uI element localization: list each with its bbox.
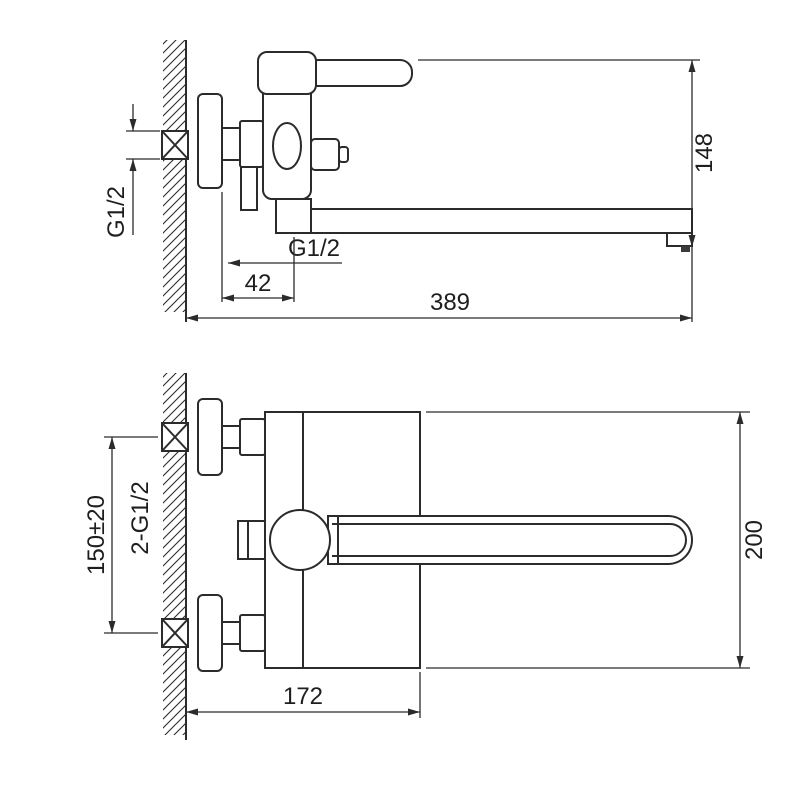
outlet-thread-label: G1/2 bbox=[288, 235, 340, 262]
diverter-knob bbox=[237, 520, 266, 560]
dim-200-extensions bbox=[426, 411, 750, 669]
inlet-eccentric-top-cross bbox=[161, 422, 189, 452]
escutcheon-top bbox=[197, 398, 223, 476]
connector-neck-top bbox=[221, 425, 241, 449]
connector-neck bbox=[221, 127, 241, 161]
diverter-knob bbox=[310, 138, 340, 171]
inlet-threads-label: 2-G1/2 bbox=[127, 481, 154, 554]
dim-148-extensions bbox=[418, 59, 700, 322]
connector-nut-top bbox=[239, 418, 266, 456]
wall-hatch bbox=[163, 40, 186, 312]
connector-neck-bottom bbox=[221, 621, 241, 645]
cartridge-cap bbox=[272, 122, 302, 170]
handle-lever bbox=[305, 59, 413, 87]
handle-base bbox=[257, 51, 317, 95]
shower-outlet-nipple bbox=[240, 166, 258, 211]
spout-inner-line bbox=[332, 523, 687, 557]
dim-42-extensions bbox=[221, 192, 295, 302]
dim-172-label: 172 bbox=[283, 683, 323, 710]
diverter-knob-tip bbox=[338, 146, 349, 163]
inlet-dim-extensions bbox=[126, 130, 160, 160]
inlet-eccentric-bottom-cross bbox=[161, 618, 189, 648]
dim-42-label: 42 bbox=[245, 270, 272, 297]
side-view: G1/2 G1/2 42 389 1 bbox=[103, 40, 718, 322]
inlet-thread-label: G1/2 bbox=[103, 186, 130, 238]
handle-hub bbox=[269, 509, 331, 571]
escutcheon bbox=[197, 93, 223, 189]
spout-outline bbox=[327, 515, 693, 565]
dim-200-label: 200 bbox=[741, 520, 768, 560]
spout-tube bbox=[310, 208, 693, 234]
inlet-eccentric-cross bbox=[161, 130, 189, 160]
aerator-outlet bbox=[681, 246, 690, 252]
aerator bbox=[666, 232, 693, 247]
dim-389-label: 389 bbox=[430, 289, 470, 316]
plan-view: 150±20 2-G1/2 200 172 bbox=[83, 373, 768, 740]
dim-150-label: 150±20 bbox=[83, 495, 110, 575]
connector-nut bbox=[239, 120, 264, 168]
dim-148-label: 148 bbox=[691, 133, 718, 173]
connector-nut-bottom bbox=[239, 614, 266, 652]
escutcheon-bottom bbox=[197, 594, 223, 672]
spout-elbow bbox=[275, 198, 312, 234]
